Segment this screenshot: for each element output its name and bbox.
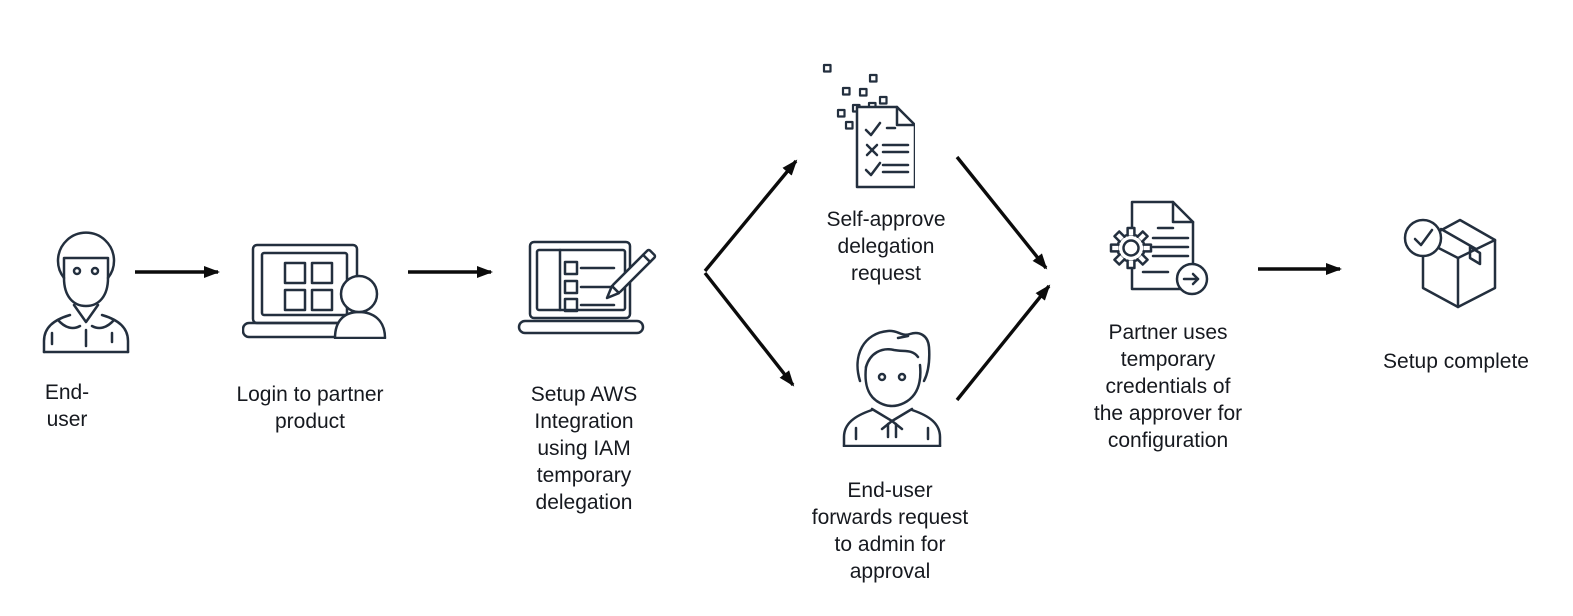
admin-user-icon <box>842 329 942 447</box>
delegation-request-document-icon <box>822 63 915 189</box>
arrow-forward-to-partner <box>955 284 1051 402</box>
package-check-icon <box>1403 218 1497 309</box>
laptop-user-icon <box>242 243 387 339</box>
node-setup-complete <box>1392 212 1504 327</box>
node-login-partner-product-label: Login to partner product <box>236 383 384 433</box>
node-setup-aws-integration-label: Setup AWS Integration using IAM temporar… <box>530 383 638 514</box>
node-self-approve <box>815 58 915 190</box>
credentials-document-gear-icon <box>1109 200 1209 296</box>
node-setup-complete-label: Setup complete <box>1383 350 1529 373</box>
node-end-user <box>38 226 134 354</box>
node-partner-temp-credentials-label: Partner uses temporary credentials of th… <box>1093 321 1243 452</box>
laptop-checklist-pencil-icon <box>517 240 657 335</box>
node-login-partner-product <box>242 243 400 339</box>
arrow-setup-to-selfapprove <box>703 159 798 273</box>
node-forward-to-admin-label: End-user forwards request to admin for a… <box>811 479 969 583</box>
node-end-user-label: End- user <box>44 381 90 431</box>
arrow-setup-to-forward <box>703 271 795 387</box>
node-partner-temp-credentials <box>1105 197 1209 305</box>
user-icon <box>42 231 130 354</box>
node-self-approve-label: Self-approve delegation request <box>826 208 946 285</box>
node-forward-to-admin <box>836 325 948 447</box>
node-setup-aws-integration <box>515 240 660 343</box>
